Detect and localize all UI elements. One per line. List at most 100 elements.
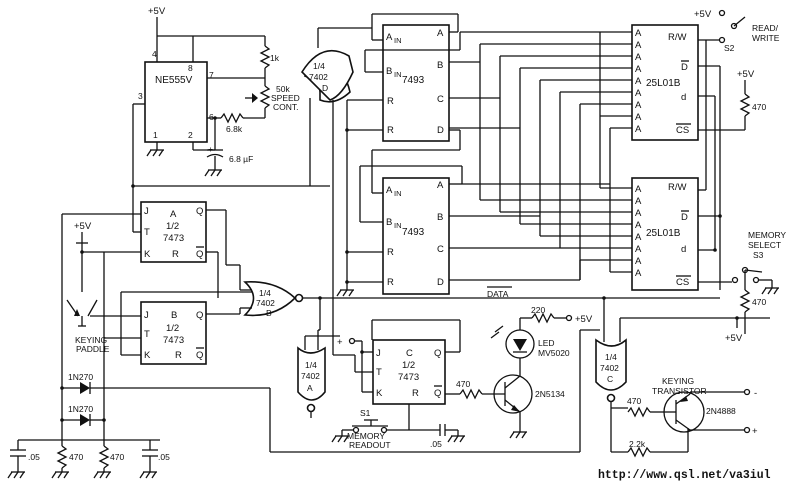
led-driver: 220 +5V LED MV5020 2N5134 470 bbox=[445, 305, 593, 439]
pin-label: R bbox=[175, 350, 182, 361]
resistor-470 bbox=[739, 289, 751, 313]
pin-label: Q bbox=[434, 348, 441, 359]
ff-unit: C bbox=[406, 348, 413, 359]
pin-label: A bbox=[437, 28, 444, 39]
pin-label: R bbox=[412, 388, 419, 399]
pin-label: A bbox=[635, 64, 642, 75]
keying-label: KEYING bbox=[662, 376, 694, 386]
pin-label: IN bbox=[394, 70, 402, 79]
led-label: LED bbox=[538, 338, 555, 348]
supply-label: +5V bbox=[725, 333, 743, 344]
pin-label: A bbox=[635, 28, 642, 39]
switch-s2[interactable]: +5V READ/ WRITE S2 bbox=[694, 9, 780, 191]
pin-label: R bbox=[387, 247, 394, 258]
counter-upper: 7493 A IN B IN R R A B C D bbox=[347, 13, 461, 142]
resistor-label: 470 bbox=[69, 452, 83, 462]
diode-1n270 bbox=[80, 414, 90, 426]
pin-label: Q bbox=[196, 350, 203, 361]
pin-label: R bbox=[387, 125, 394, 136]
pin-label: A bbox=[635, 88, 642, 99]
nor-c-part: 7402 bbox=[600, 363, 619, 373]
led-part: MV5020 bbox=[538, 348, 570, 358]
pin-label: B bbox=[437, 60, 443, 71]
cap-label: .05 bbox=[430, 439, 442, 449]
pin-label: A bbox=[635, 184, 642, 195]
pin-label: A bbox=[635, 124, 642, 135]
address-bus bbox=[449, 31, 632, 281]
resistor-470 bbox=[627, 406, 651, 418]
speed-potentiometer bbox=[259, 85, 271, 109]
diode-1n270 bbox=[80, 382, 90, 394]
flipflop-c: + J T K Q Q R C 1/2 7473 bbox=[305, 319, 461, 430]
pin-label: CS bbox=[676, 125, 689, 136]
pin-label: A bbox=[635, 100, 642, 111]
s3-name: S3 bbox=[753, 250, 764, 260]
ff-frac: 1/2 bbox=[166, 221, 179, 232]
diode-label: 1N270 bbox=[68, 372, 93, 382]
pin-label: T bbox=[144, 329, 150, 340]
pin-label: T bbox=[376, 367, 382, 378]
nor-a-frac: 1/4 bbox=[305, 360, 317, 370]
pin-label: K bbox=[376, 388, 383, 399]
nor-b-part: 7402 bbox=[256, 298, 275, 308]
pin-label: d bbox=[681, 92, 686, 103]
nor-c-frac: 1/4 bbox=[605, 352, 617, 362]
resistor-6k8-label: 6.8k bbox=[226, 124, 243, 134]
pin-label: D bbox=[437, 277, 444, 288]
flipflop-b: J T K Q Q R B 1/2 7473 bbox=[120, 291, 260, 365]
pin-label: A bbox=[635, 208, 642, 219]
cap-label: .05 bbox=[28, 452, 40, 462]
ne555-label: NE555V bbox=[155, 75, 193, 86]
pin-label: J bbox=[144, 206, 149, 217]
transistor-label: 2N4888 bbox=[706, 406, 736, 416]
keying-label: TRANSISTOR bbox=[652, 386, 707, 396]
cap-label: 6.8 µF bbox=[229, 154, 253, 164]
pin-label: R bbox=[172, 249, 179, 260]
nor-gate-a: 1/4 7402 A bbox=[269, 330, 580, 453]
resistor-label: 470 bbox=[456, 379, 470, 389]
transistor-label: 2N5134 bbox=[535, 389, 565, 399]
switch-s3[interactable]: MEMORY SELECT S3 470 +5V bbox=[698, 230, 786, 344]
pot-label: CONT. bbox=[273, 102, 299, 112]
terminal-plus: + bbox=[752, 426, 758, 437]
resistor-label: 2.2k bbox=[629, 439, 646, 449]
data-label: DATA bbox=[487, 289, 509, 299]
ram-upper: 25L01B A A A A A A A A A R/W D d CS bbox=[631, 24, 699, 141]
pin-label: D bbox=[681, 212, 688, 223]
ne555-pin: 2 bbox=[188, 130, 193, 140]
nor-a-part: 7402 bbox=[301, 371, 320, 381]
pin-label: Q bbox=[196, 206, 203, 217]
pin-label: Q bbox=[196, 310, 203, 321]
supply-label: +5V bbox=[737, 69, 755, 80]
pin-label: IN bbox=[394, 221, 402, 230]
resistor-label: 470 bbox=[627, 396, 641, 406]
nor-b-frac: 1/4 bbox=[259, 288, 271, 298]
resistor-1k bbox=[259, 45, 271, 69]
keying-paddle[interactable]: +5V KEYING PADDLE bbox=[61, 213, 141, 440]
nor-gate-b: 1/4 7402 B DATA bbox=[226, 264, 720, 331]
pin-label: A bbox=[635, 196, 642, 207]
ff-part: 7473 bbox=[163, 233, 184, 244]
nor-d-frac: 1/4 bbox=[313, 61, 325, 71]
credit-url: http://www.qsl.net/va3iul bbox=[598, 469, 771, 482]
pin-label: A bbox=[635, 268, 642, 279]
capacitor-6u8 bbox=[206, 153, 224, 158]
switch-s1[interactable]: S1 .05 MEMORY READOUT bbox=[331, 408, 465, 450]
pin-label: C bbox=[437, 94, 444, 105]
counter-lower-label: 7493 bbox=[402, 227, 425, 238]
pin-label: K bbox=[144, 350, 151, 361]
pin-label: A bbox=[635, 76, 642, 87]
counter-upper-label: 7493 bbox=[402, 75, 425, 86]
ff-unit: A bbox=[170, 209, 177, 220]
s2-label: WRITE bbox=[752, 33, 780, 43]
ram-upper-label: 25L01B bbox=[646, 78, 681, 89]
resistor-label: 470 bbox=[752, 102, 766, 112]
pin-label: B bbox=[386, 66, 392, 77]
s3-label: SELECT bbox=[748, 240, 781, 250]
supply-label: +5V bbox=[694, 9, 712, 20]
ne555-pin: 8 bbox=[188, 63, 193, 73]
pin-label: A bbox=[635, 40, 642, 51]
diode-label: 1N270 bbox=[68, 404, 93, 414]
resistor-1k-label: 1k bbox=[270, 53, 280, 63]
